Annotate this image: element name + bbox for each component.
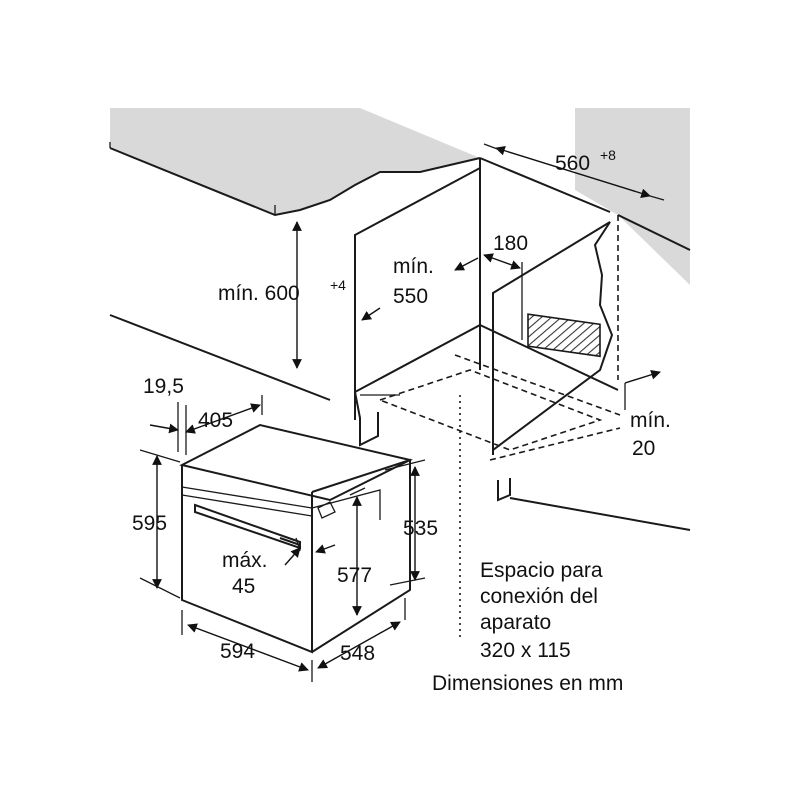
note-line-2: conexión del [480, 585, 598, 608]
connection-cutout [527, 313, 601, 358]
dim-niche-width [483, 143, 665, 201]
label-height-inner: 577 [337, 564, 372, 587]
label-gap-min: mín. [630, 409, 671, 432]
label-niche-width-tol: +8 [600, 147, 616, 163]
label-cutout-width: 180 [493, 232, 528, 255]
countertop-right [575, 108, 691, 285]
label-max: máx. [222, 549, 268, 572]
dim-top-offsets [149, 395, 263, 455]
label-offset-top: 19,5 [143, 375, 184, 398]
dim-total-width [181, 610, 313, 682]
niche-back [109, 157, 619, 401]
label-height-total: 595 [132, 512, 167, 535]
note-line-3: aparato [480, 611, 551, 634]
dim-body-height [384, 459, 426, 586]
dim-min-depth [361, 257, 479, 321]
label-height-body: 535 [403, 517, 438, 540]
countertop-left [109, 108, 481, 217]
note-line-4: 320 x 115 [480, 639, 571, 662]
label-depth-min: 550 [393, 285, 428, 308]
dim-cutout-180 [483, 253, 523, 340]
label-min-height: mín. 600 [218, 282, 300, 305]
label-max-value: 45 [232, 575, 255, 598]
label-min-height-tol: +4 [330, 277, 346, 293]
label-min: mín. [393, 255, 434, 278]
dim-max-45 [284, 544, 336, 566]
label-niche-width: 560 [555, 152, 590, 175]
dim-gap-20 [624, 369, 661, 410]
cabinet-right-panel [492, 215, 691, 531]
label-depth-front: 405 [198, 409, 233, 432]
dim-total-height [139, 449, 181, 599]
niche-floor-outline [377, 354, 621, 461]
dim-body-depth [317, 598, 406, 669]
note-line-1: Espacio para [480, 559, 603, 582]
units-note: Dimensiones en mm [432, 672, 623, 695]
label-gap-value: 20 [632, 437, 655, 460]
oven [179, 423, 413, 654]
label-depth-body: 548 [340, 642, 375, 665]
label-width-total: 594 [220, 640, 255, 663]
